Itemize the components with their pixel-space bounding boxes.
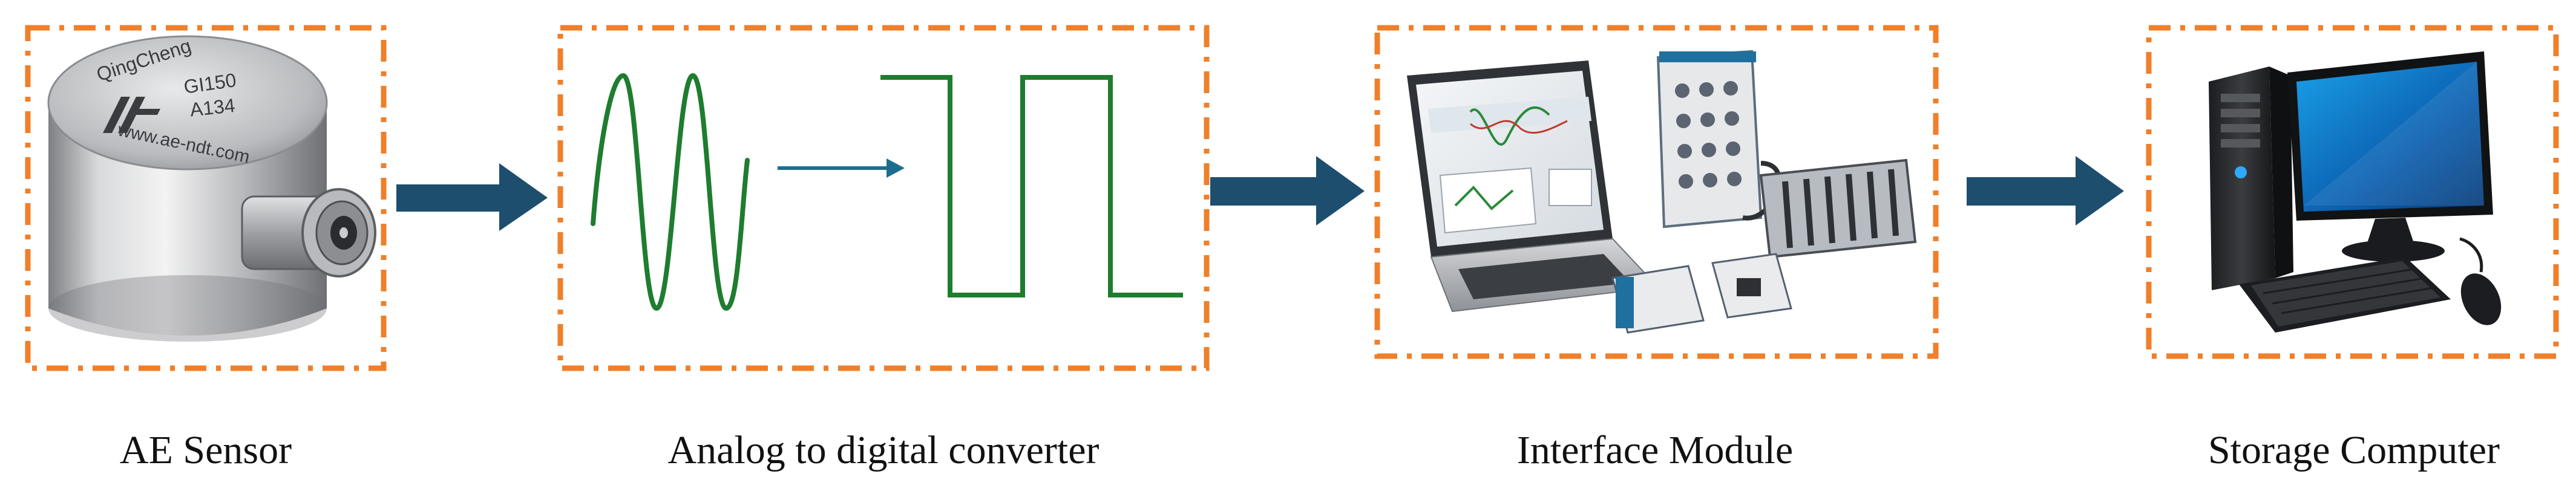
stage-label-adc: Analog to digital converter [667,428,1100,472]
flow-arrow-2 [1210,156,1365,226]
laptop-icon [1407,60,1660,313]
analog-signal-wave [591,73,750,311]
daq-module-icon [1656,50,1781,229]
sensor-serial-text: A134 [189,94,236,121]
stage-label-storage: Storage Computer [2207,428,2500,472]
pc-tower-icon [2209,67,2293,290]
mouse-icon [2459,237,2502,325]
monitor-icon [2287,51,2493,262]
keyboard-icon [2239,257,2451,333]
brand-logo-icon [103,97,160,133]
interface-module-box [1374,24,1939,360]
usb-daq-icon [1611,253,1792,334]
adc-box [557,24,1210,372]
daq-chassis-icon [1759,158,1917,259]
digital-signal-wave [880,75,1183,297]
flow-arrow-3 [1967,156,2124,226]
flow-arrow-1 [396,163,548,231]
stage-label-ae-sensor: AE Sensor [119,428,292,472]
bnc-connector-icon [241,188,376,278]
conversion-arrow-icon [778,158,905,178]
ae-sensor-box: QingCheng GI150 A134 www.ae-ndt.com [24,24,387,372]
storage-computer-box [2145,24,2560,360]
stage-label-interface: Interface Module [1516,428,1794,472]
